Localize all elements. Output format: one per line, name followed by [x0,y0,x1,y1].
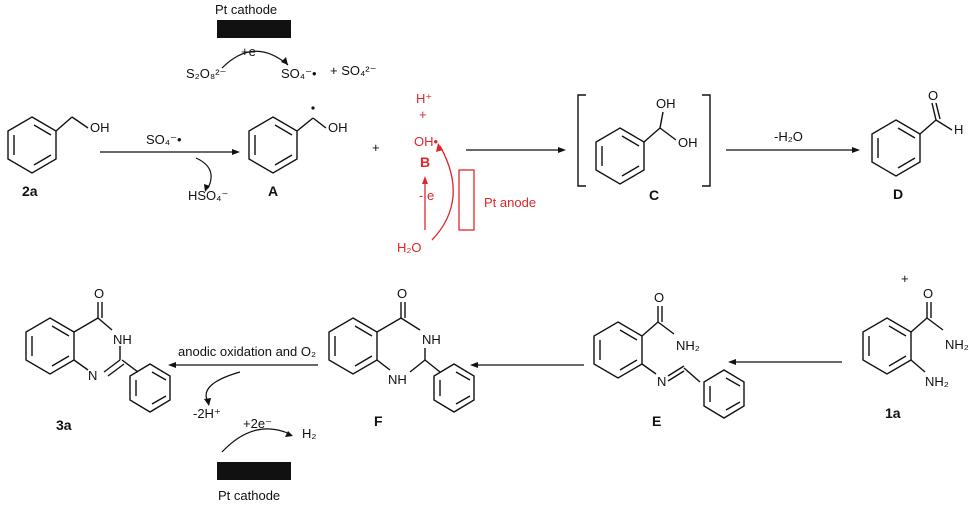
plus-2: + [901,271,909,286]
hso4-byproduct-label: HSO₄⁻ [188,188,228,203]
compound-E-structure [593,306,745,419]
compound-3a-label: 3a [56,417,72,433]
compound-A-label: A [268,183,278,199]
row2-curved-arrowhead [204,398,211,406]
compound-A-structure [248,106,327,174]
red-curved-arrow [431,145,454,241]
oh-radical-B: OH• [414,134,439,149]
E-n-label: N [657,374,666,389]
bottom-cathode-label: Pt cathode [218,488,280,503]
C-oh-top: OH [656,96,676,111]
bracket-left [577,94,586,187]
compound-C-structure [595,111,677,185]
compound-E-label: E [652,413,661,429]
red-plus: + [419,107,427,122]
2a-oh-label: OH [90,120,110,135]
pt-anode-electrode [458,169,475,231]
F-o-label: O [397,286,407,301]
red-curved-arrowhead [436,143,443,152]
pt-anode-label: Pt anode [484,195,536,210]
sulfate-radical-label: SO₄⁻• [281,66,317,81]
arrow-C-to-D-head [852,147,860,153]
1a-nh2-amine: NH₂ [925,374,949,389]
compound-3a-structure [25,302,171,413]
C-oh-right: OH [678,135,698,150]
benzyl-alcohol-structure [7,116,89,174]
3a-n-label: N [88,368,97,383]
compound-C-label: C [649,187,659,203]
plus-1: + [372,140,380,155]
compound-1a-structure [862,302,944,375]
3a-o-label: O [94,286,104,301]
compound-F-structure [328,302,475,413]
1a-nh2-amide: NH₂ [945,337,969,352]
plus-sulfate-label: + SO₄²⁻ [330,63,376,78]
arrow-1a-to-E-head [728,359,736,365]
D-h-label: H [954,122,963,137]
hso4-curved-arrow [195,157,212,189]
minus-e-label: - e [419,188,434,203]
F-nh-bottom: NH [388,372,407,387]
arrow-2a-to-A-head [232,149,240,155]
arrow-E-to-F-head [470,362,478,368]
compound-1a-label: 1a [885,405,901,421]
E-o-label: O [654,290,664,305]
compound-F-label: F [374,413,383,429]
1a-o-label: O [923,286,933,301]
arrow-F-to-3a-head [168,362,176,368]
h-plus-label: H⁺ [416,91,432,106]
persulfate-label: S₂O₈²⁻ [186,66,226,81]
compound-2a-label: 2a [22,183,38,199]
top-cathode-electrode [217,20,291,38]
hso4-curved-arrowhead [204,184,210,192]
bracket-right [702,94,711,187]
bottom-electron-arrow [221,428,291,453]
compound-D-structure [871,102,953,177]
D-o-label: O [928,88,938,103]
compound-B-label: B [420,154,430,170]
H2-label: H₂ [302,426,316,441]
bottom-cathode-electrode [217,462,291,480]
water-label: H₂O [397,240,422,255]
F-nh-top: NH [422,332,441,347]
minus-2H-label: -2H⁺ [193,406,221,421]
A-oh-label: OH [328,120,348,135]
red-vertical-arrowhead [422,176,428,184]
so4-radical-reagent: SO₄⁻• [146,132,182,147]
anodic-oxidation-label: anodic oxidation and O₂ [178,344,316,359]
top-electron-arrowhead [281,57,288,65]
plus-2e-label: +2e⁻ [243,416,272,431]
top-cathode-label: Pt cathode [215,2,277,17]
minus-water-label: -H₂O [774,129,803,144]
3a-nh-label: NH [113,332,132,347]
top-electron-arrow [221,50,289,69]
row2-curved-arrow [205,371,241,403]
bottom-electron-arrowhead [285,431,293,437]
compound-D-label: D [893,186,903,202]
E-nh2-label: NH₂ [676,338,700,353]
arrow-to-C-head [558,147,566,153]
